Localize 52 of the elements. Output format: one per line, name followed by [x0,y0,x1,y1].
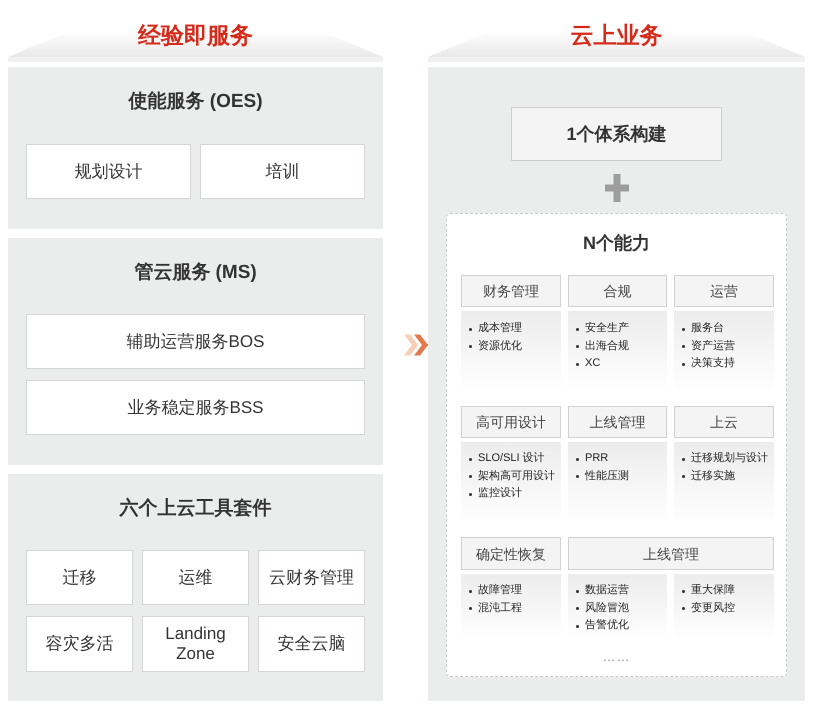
list-item: SLO/SLI 设计 [469,450,545,468]
service-box: 培训 [200,144,365,199]
list-item: 资产运营 [682,338,735,355]
list-item: 决策支持 [682,355,735,372]
column-heading: 云上业务 [570,21,662,49]
category-box: 上线管理 [568,406,667,438]
list-item: 混沌工程 [469,600,522,617]
category-box: 上云 [674,406,774,438]
category-box: 高可用设计 [461,406,561,438]
list-item: 安全生产 [576,320,629,338]
title-box: 1个体系构建 [511,107,722,161]
box-heading: N个能力 [583,232,650,255]
list-item: PRR [576,450,608,468]
list-item: 迁移规划与设计 [682,450,768,468]
list-item: 架构高可用设计 [469,468,555,485]
list-item: 监控设计 [469,485,522,502]
list-item: 重大保障 [682,582,735,600]
panel [8,67,383,229]
list-item: 出海合规 [576,338,629,355]
list-item: XC [576,355,600,372]
category-box: 确定性恢复 [461,537,561,570]
list-item: 告警优化 [576,617,629,634]
dashed-box [446,213,787,677]
list-item: 风险冒泡 [576,600,629,617]
list-item: 故障管理 [469,582,522,600]
service-box: 业务稳定服务BSS [26,380,365,435]
panel-heading: 管云服务 (MS) [134,261,257,285]
service-box: 辅助运营服务BOS [26,314,365,369]
column-heading: 经验即服务 [138,21,253,49]
category-box: 运营 [674,275,774,307]
tool-box: 迁移 [26,550,133,605]
service-box: 规划设计 [26,144,191,199]
list-item: 变更风控 [682,600,735,617]
list-item: 资源优化 [469,338,522,355]
list-item: 性能压测 [576,468,629,485]
panel [8,238,383,465]
tool-box: 运维 [142,550,249,605]
list-item: 成本管理 [469,320,522,338]
list-item: 服务台 [682,320,724,338]
panel-heading: 六个上云工具套件 [120,497,272,521]
panel-heading: 使能服务 (OES) [128,90,263,114]
list-item: 数据运营 [576,582,629,600]
category-box: 合规 [568,275,667,307]
ellipsis: …… [602,648,630,666]
panel [8,474,383,701]
tool-box: 云财务管理 [258,550,365,605]
tool-box: Landing Zone [142,616,249,672]
tool-box: 安全云脑 [258,616,365,672]
category-box: 财务管理 [461,275,561,307]
list-item: 迁移实施 [682,468,735,485]
tool-box: 容灾多活 [26,616,133,672]
category-box: 上线管理 [568,537,774,570]
